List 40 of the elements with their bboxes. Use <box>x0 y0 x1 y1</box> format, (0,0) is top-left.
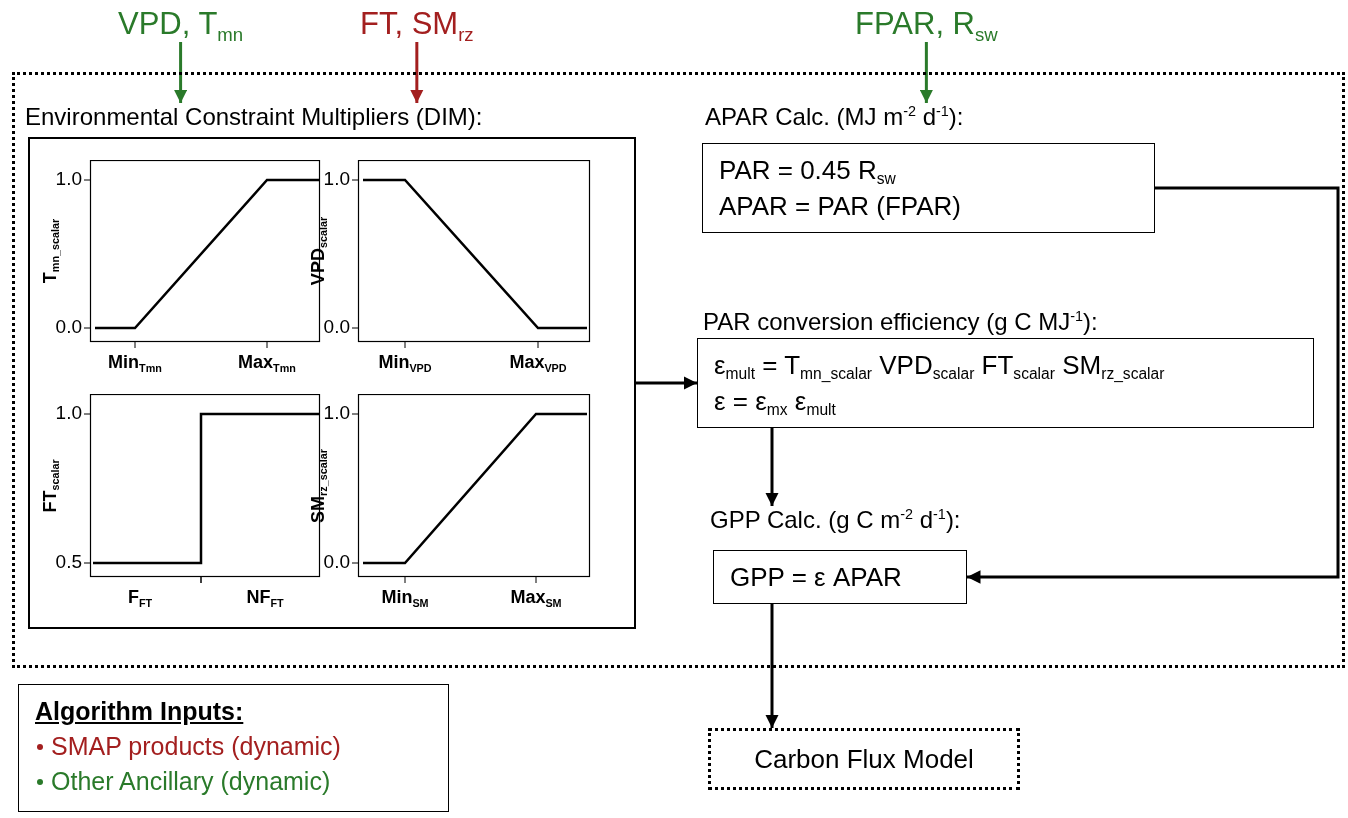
axis-label: F$_{FT}$ <box>127 587 153 608</box>
axis-label: Min$_{Tmn}$ <box>108 352 162 373</box>
formula-text: ε = ε$_{mx}$ ε$_{mult}$ <box>714 385 837 419</box>
input-label: VPD, T$_{mn}$ <box>118 6 244 42</box>
tick-label: 0.5 <box>55 551 82 573</box>
arrow <box>410 42 424 103</box>
box-heading: GPP Calc. (g C m$^{-2}$ d$^{-1}$): <box>710 506 962 534</box>
box-heading: APAR Calc. (MJ m$^{-2}$ d$^{-1}$): <box>705 103 965 131</box>
arrow <box>173 42 188 103</box>
formula-text: GPP = ε APAR <box>730 561 903 594</box>
legend-text: SMAP products (dynamic) <box>51 732 341 761</box>
tick-label: 1.0 <box>55 168 82 190</box>
axis-label: Min$_{SM}$ <box>381 587 429 608</box>
axis-label: Min$_{VPD}$ <box>378 352 432 373</box>
axis-label: Max$_{VPD}$ <box>509 352 567 373</box>
formula-text: ε$_{mult}$ = T$_{mn_scalar}$ VPD$_{scalar}$ FT$_{scalar}$ SM$_{rz_scalar}$ <box>714 349 1166 383</box>
tick-label: 1.0 <box>55 402 82 424</box>
arrow <box>967 186 1340 584</box>
axis-label: NF$_{FT}$ <box>246 587 284 608</box>
axis-label: Max$_{Tmn}$ <box>238 352 296 373</box>
arrow <box>765 604 779 728</box>
panel-heading: Environmental Constraint Multipliers (DIM): <box>25 103 484 131</box>
formula-text: APAR = PAR (FPAR) <box>719 190 962 223</box>
input-label: FT, SM$_{rz}$ <box>360 6 474 42</box>
legend-heading: Algorithm Inputs: <box>35 697 244 726</box>
arrow <box>636 376 697 390</box>
dotted-frame <box>12 72 1345 668</box>
process-box: Carbon Flux Model <box>708 728 1020 790</box>
axis-label: Max$_{SM}$ <box>510 587 562 608</box>
tick-label: 0.0 <box>323 316 350 338</box>
tick-label: 0.0 <box>55 316 82 338</box>
input-label: FPAR, R$_{sw}$ <box>855 6 998 42</box>
tick-label: 0.0 <box>323 551 350 573</box>
legend-text: Other Ancillary (dynamic) <box>51 767 331 796</box>
tick-label: 1.0 <box>323 168 350 190</box>
box-heading: PAR conversion efficiency (g C MJ$^{-1}$): <box>703 308 1099 336</box>
arrow <box>765 428 779 506</box>
formula-text: PAR = 0.45 R$_{sw}$ <box>719 154 897 188</box>
arrow <box>919 42 934 103</box>
tick-label: 1.0 <box>323 402 350 424</box>
